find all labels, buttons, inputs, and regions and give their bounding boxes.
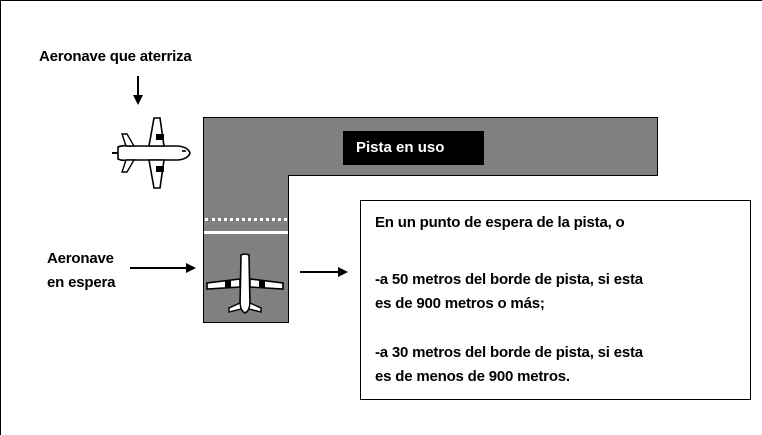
info-line-30m-a: -a 30 metros del borde de pista, si esta: [375, 344, 643, 361]
info-line-30m-b: es de menos de 900 metros.: [375, 368, 570, 385]
holding-aircraft-label-line2: en espera: [47, 274, 116, 291]
frame-left-line: [0, 0, 1, 435]
arrow-right-icon: [130, 263, 196, 273]
frame-top-line: [0, 0, 762, 1]
holding-airplane-icon: [206, 253, 284, 314]
holding-position-solid-marking: [204, 231, 288, 234]
runway-label: Pista en uso: [343, 131, 484, 165]
info-line-50m-a: -a 50 metros del borde de pista, si esta: [375, 271, 643, 288]
arrow-down-icon: [133, 76, 143, 105]
holding-position-info-box: En un punto de espera de la pista, o -a …: [360, 200, 751, 400]
landing-airplane-icon: [112, 117, 191, 189]
arrow-right-icon: [300, 267, 348, 277]
info-line-intro: En un punto de espera de la pista, o: [375, 214, 625, 231]
info-line-50m-b: es de 900 metros o más;: [375, 295, 545, 312]
landing-aircraft-label: Aeronave que aterriza: [39, 48, 192, 65]
holding-aircraft-label-line1: Aeronave: [47, 250, 114, 267]
holding-position-dotted-marking: [205, 218, 287, 221]
